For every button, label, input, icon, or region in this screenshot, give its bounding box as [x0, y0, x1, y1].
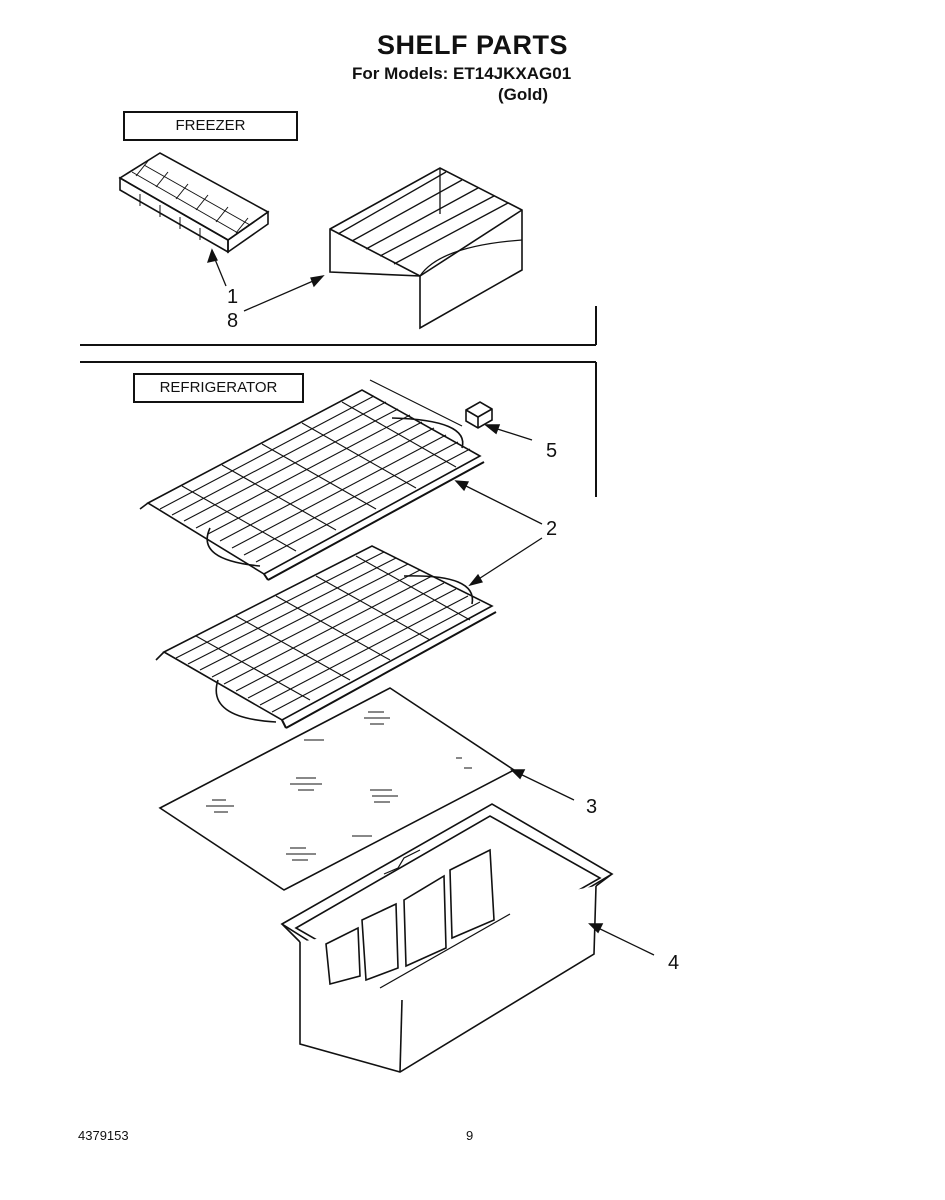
page-number: 9 — [466, 1128, 474, 1143]
document-number: 4379153 — [78, 1128, 129, 1143]
freezer-wire-shelf — [329, 167, 523, 330]
page-title: SHELF PARTS — [376, 30, 568, 60]
ice-cube-tray — [118, 152, 270, 254]
callout-2: 2 — [546, 518, 558, 540]
callout-4: 4 — [668, 952, 680, 974]
lower-wire-shelf — [155, 545, 497, 729]
crisper-drawer — [280, 803, 655, 1073]
freezer-callout-arrows — [207, 248, 325, 312]
callout-3: 3 — [586, 796, 598, 818]
shelf-stop — [465, 401, 533, 441]
shelf-callout-arrows — [454, 480, 543, 587]
refrigerator-section-label: REFRIGERATOR — [133, 373, 304, 403]
glass-shelf — [158, 687, 575, 891]
upper-wire-shelf — [139, 379, 485, 581]
callout-1: 1 — [227, 286, 239, 308]
freezer-section-label: FREEZER — [123, 111, 298, 141]
color-line: (Gold) — [498, 85, 549, 104]
callout-8: 8 — [227, 310, 239, 332]
callout-5: 5 — [546, 440, 558, 462]
models-line: For Models: ET14JKXAG01 — [352, 64, 572, 83]
